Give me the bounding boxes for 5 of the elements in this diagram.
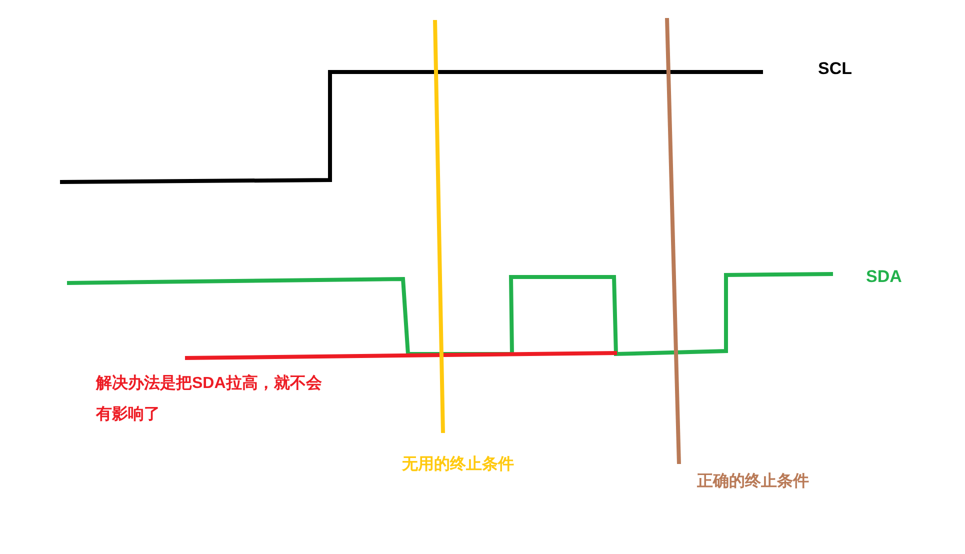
signal-label: SDA: [866, 266, 902, 288]
note-text: 解决办法是把SDA拉高，就不会有影响了: [96, 373, 323, 425]
signal-label: SCL: [818, 58, 852, 80]
marker-label: 无用的终止条件: [402, 454, 514, 475]
marker-label: 正确的终止条件: [697, 472, 809, 492]
